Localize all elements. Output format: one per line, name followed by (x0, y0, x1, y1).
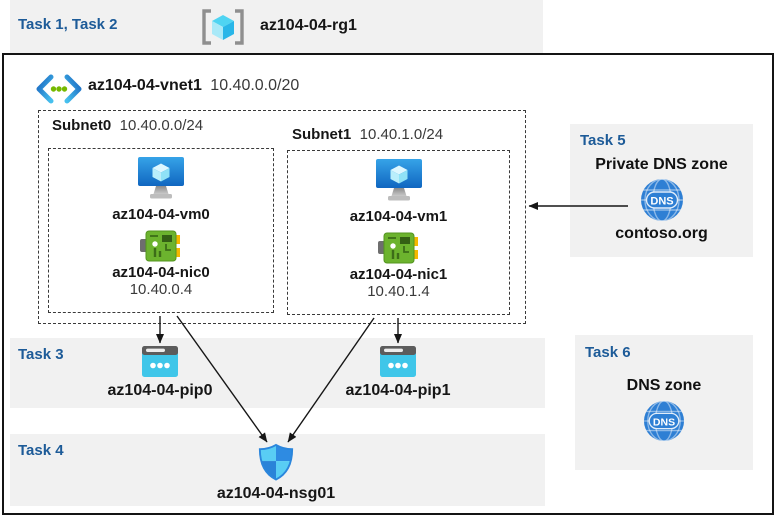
task5-label: Task 5 (580, 132, 626, 149)
vm0-icon (138, 157, 184, 199)
subnet0-name: Subnet0 (52, 117, 112, 134)
task3-label: Task 3 (18, 346, 64, 363)
pip1-group: az104-04-pip1 (328, 346, 468, 400)
pip0-name: az104-04-pip0 (107, 382, 213, 399)
nic0-icon (140, 230, 180, 262)
task4-label: Task 4 (18, 442, 64, 459)
task4-strip: Task 4 az104-04-nsg01 (10, 434, 545, 506)
pip1-name: az104-04-pip1 (345, 382, 451, 399)
subnet0-label: Subnet0 10.40.0.0/24 (52, 117, 203, 135)
private-dns-icon: DNS (640, 179, 683, 221)
virtual-network-icon (36, 74, 82, 104)
vm1-icon (375, 159, 422, 201)
vnet-name: az104-04-vnet1 (88, 77, 202, 94)
nic1-icon (377, 232, 418, 264)
subnet1-label: Subnet1 10.40.1.0/24 (292, 126, 443, 144)
private-dns-zone-name: contoso.org (615, 225, 708, 242)
nic0-ip: 10.40.0.4 (129, 281, 193, 298)
nic0-name: az104-04-nic0 (112, 264, 210, 281)
subnet1-name: Subnet1 (292, 126, 352, 143)
nsg-group: az104-04-nsg01 (206, 443, 346, 503)
private-dns-zone-title: Private DNS zone (595, 156, 728, 173)
pip0-icon (142, 346, 178, 377)
task6-box: Task 6 DNS zone DNS (575, 335, 753, 470)
task-1-2-label: Task 1, Task 2 (18, 16, 118, 33)
dns-zone-icon: DNS (643, 400, 685, 442)
vnet-cidr: 10.40.0.0/20 (210, 77, 300, 94)
nic1-ip: 10.40.1.4 (367, 283, 430, 300)
dns-zone-icon-text: DNS (653, 416, 675, 428)
private-dns-icon-text: DNS (650, 196, 673, 208)
pip1-icon (380, 346, 416, 377)
task6-label: Task 6 (585, 344, 631, 361)
diagram-border-box (2, 53, 774, 515)
nsg-name: az104-04-nsg01 (216, 485, 336, 502)
pip0-group: az104-04-pip0 (90, 346, 230, 400)
resource-group-icon (202, 9, 244, 45)
vm0-name: az104-04-vm0 (112, 206, 210, 223)
subnet0-cidr: 10.40.0.0/24 (119, 117, 204, 134)
subnet1-box: az104-04-vm1 az104-04-nic1 10.40.1.4 (287, 150, 510, 315)
subnet1-cidr: 10.40.1.0/24 (359, 126, 444, 143)
dns-zone-title: DNS zone (626, 377, 702, 394)
subnet0-box: az104-04-vm0 az104-04-nic0 10.40.0.4 (48, 148, 274, 313)
vm1-name: az104-04-vm1 (349, 208, 448, 225)
vnet-label: az104-04-vnet1 10.40.0.0/20 (88, 77, 299, 95)
resource-group-name: az104-04-rg1 (260, 17, 357, 34)
task3-strip: Task 3 az104-04-pip0 az104-04-pip1 (10, 338, 545, 408)
task5-box: Task 5 Private DNS zone DNS contoso.org (570, 124, 753, 257)
nsg-shield-icon (258, 443, 294, 481)
subnets-container (38, 110, 526, 324)
nic1-name: az104-04-nic1 (349, 266, 448, 283)
resource-group-strip: Task 1, Task 2 az104-04-rg1 (10, 0, 543, 53)
